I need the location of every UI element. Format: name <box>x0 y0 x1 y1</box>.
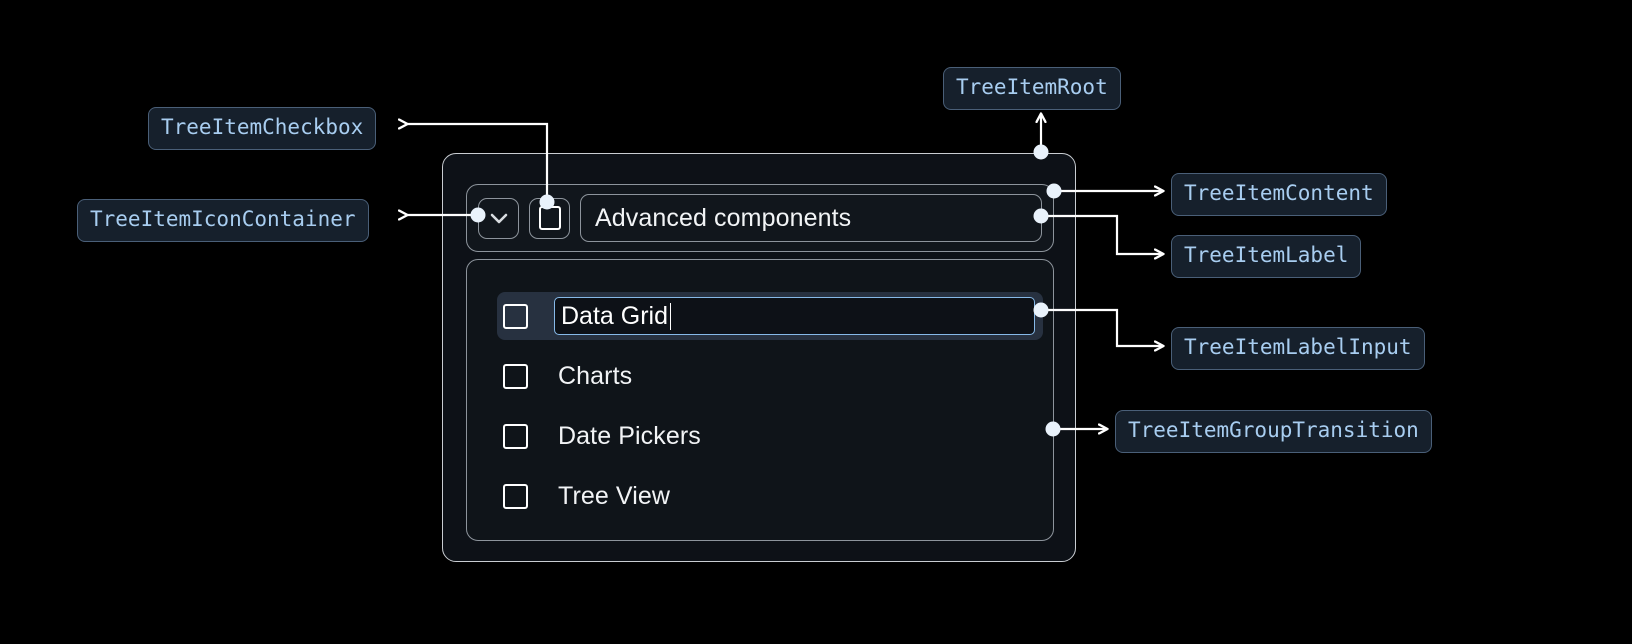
tree-item-label[interactable]: Charts <box>558 361 633 390</box>
tree-item-row[interactable]: Data Grid <box>497 292 1043 340</box>
tree-item-label[interactable]: Advanced components <box>580 194 1042 242</box>
tree-item-row[interactable]: Tree View <box>497 472 1043 520</box>
tree-item-row[interactable]: Date Pickers <box>497 412 1043 460</box>
tree-item-checkbox[interactable] <box>503 363 528 389</box>
annotation-badge-tree-item-label: TreeItemLabel <box>1171 235 1362 278</box>
annotation-badge-tree-item-checkbox: TreeItemCheckbox <box>148 107 377 150</box>
tree-item-checkbox[interactable] <box>529 197 570 239</box>
checkbox-square-icon <box>538 206 561 230</box>
label-input-value: Data Grid <box>561 301 668 330</box>
tree-item-row[interactable]: Charts <box>497 352 1043 400</box>
tree-item-checkbox[interactable] <box>503 423 528 449</box>
chevron-down-icon <box>485 204 513 232</box>
annotation-badge-tree-item-group-transition: TreeItemGroupTransition <box>1115 410 1432 453</box>
annotation-badge-tree-item-content: TreeItemContent <box>1171 173 1387 216</box>
tree-item-label[interactable]: Date Pickers <box>558 421 701 450</box>
text-caret <box>669 302 672 330</box>
annotation-badge-tree-item-icon-container: TreeItemIconContainer <box>77 199 369 242</box>
tree-item-icon-container[interactable] <box>478 197 519 239</box>
tree-item-label-input[interactable]: Data Grid <box>554 297 1035 335</box>
tree-item-checkbox[interactable] <box>503 303 528 329</box>
tree-item-group-transition: Data Grid Charts Date Pickers Tree View <box>466 259 1054 541</box>
tree-item-content[interactable]: Advanced components <box>466 184 1054 252</box>
annotation-badge-tree-item-label-input: TreeItemLabelInput <box>1171 327 1425 370</box>
annotation-badge-tree-item-root: TreeItemRoot <box>943 67 1121 110</box>
tree-item-label[interactable]: Tree View <box>558 481 671 510</box>
tree-item-checkbox[interactable] <box>503 483 528 509</box>
tree-item-root[interactable]: Advanced components Data Grid Charts Dat… <box>442 153 1076 562</box>
